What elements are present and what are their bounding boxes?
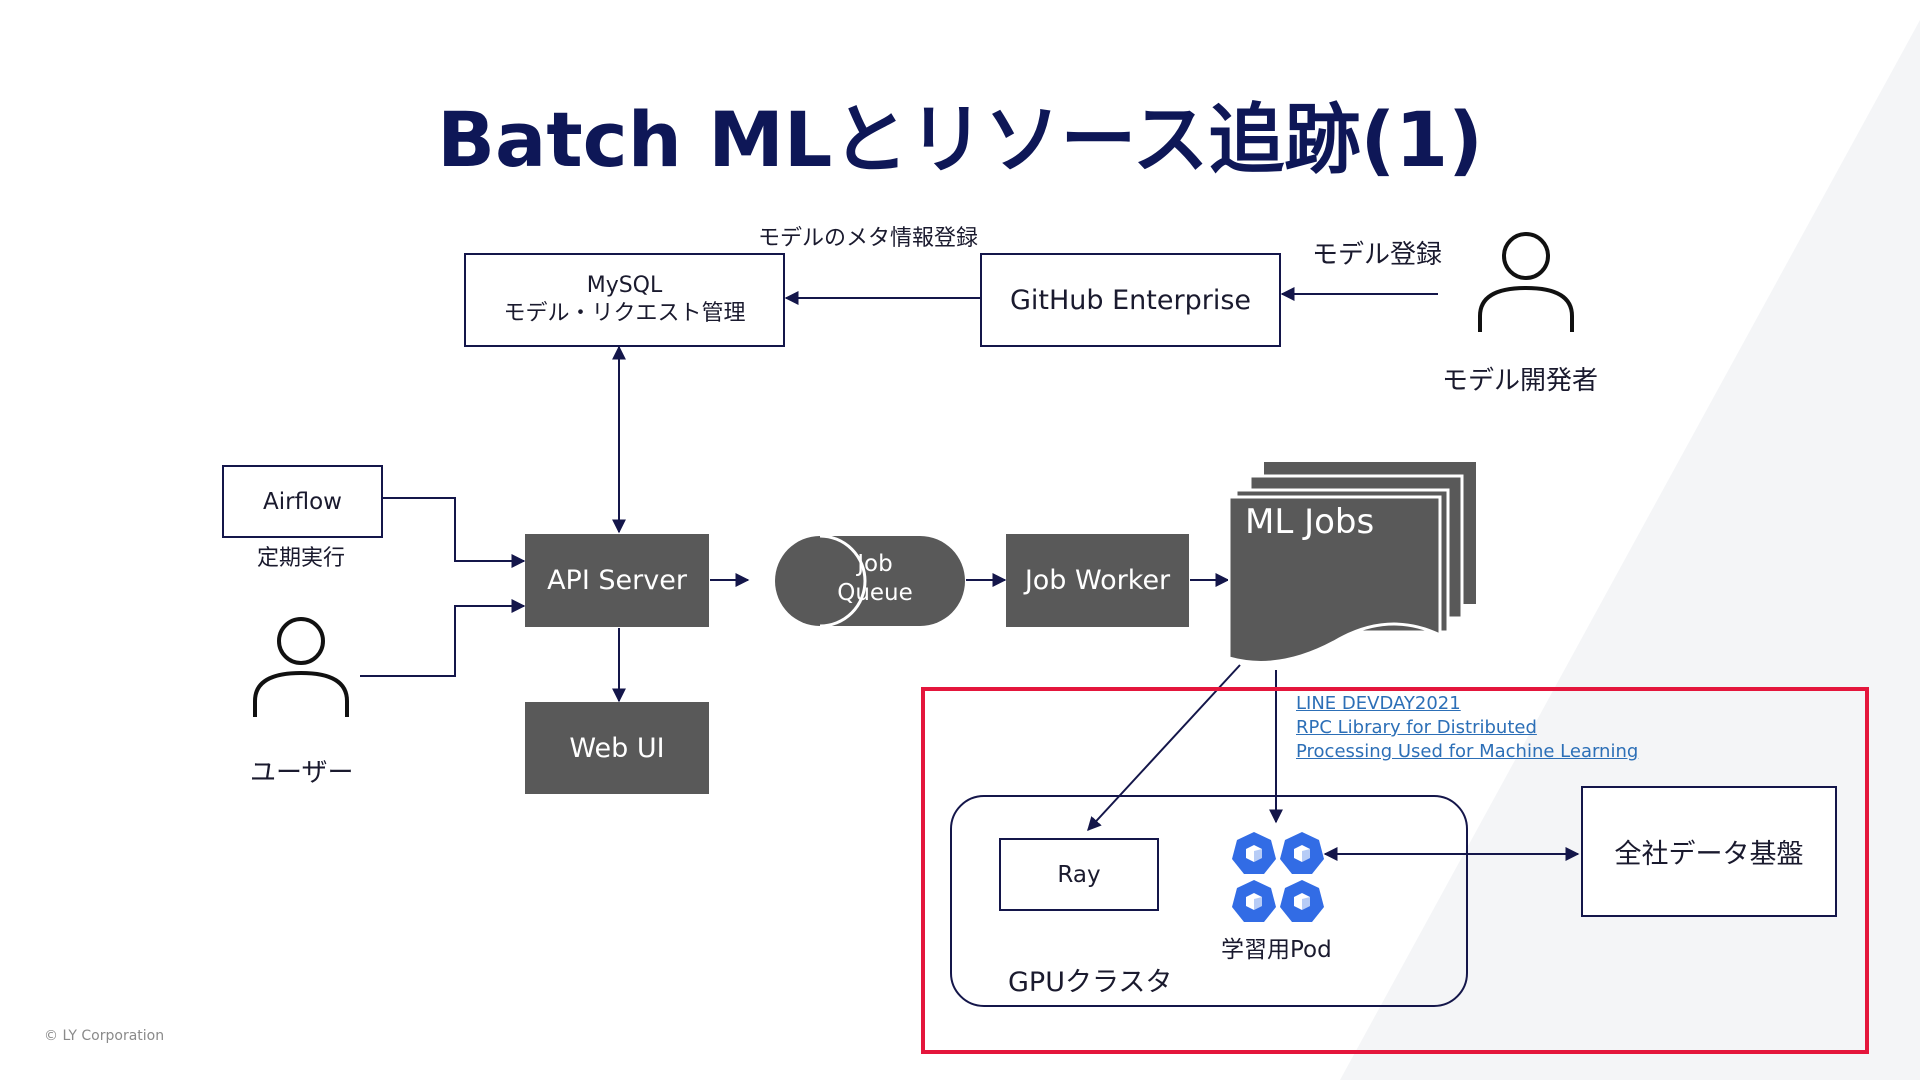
reference-link-processing[interactable]: Processing Used for Machine Learning [1296, 741, 1639, 762]
training-pod-label: 学習用Pod [1221, 937, 1332, 963]
job-queue-label: Job Queue [820, 550, 930, 608]
airflow-box: Airflow [222, 465, 383, 538]
job-queue-line2: Queue [837, 580, 913, 606]
reference-link-rpc-library[interactable]: RPC Library for Distributed [1296, 717, 1537, 738]
data-platform-box: 全社データ基盤 [1581, 786, 1837, 917]
kubernetes-pod-icon [1232, 832, 1324, 922]
job-worker-box: Job Worker [1006, 534, 1189, 627]
gpu-cluster-container [950, 795, 1468, 1007]
scheduled-run-label: 定期実行 [257, 546, 346, 571]
mysql-box: MySQL モデル・リクエスト管理 [464, 253, 785, 347]
ml-jobs-shape [1228, 462, 1476, 664]
web-ui-box: Web UI [525, 702, 709, 794]
model-developer-label: モデル開発者 [1442, 366, 1599, 396]
ray-box: Ray [999, 838, 1159, 911]
api-server-box: API Server [525, 534, 709, 627]
page-title: Batch MLとリソース追跡(1) [437, 95, 1483, 184]
mysql-title: MySQL [586, 273, 663, 298]
highlight-frame [921, 687, 1869, 1054]
person-icon [1478, 232, 1574, 332]
user-label: ユーザー [250, 758, 354, 788]
github-enterprise-box: GitHub Enterprise [980, 253, 1281, 347]
ml-jobs-label: ML Jobs [1245, 502, 1375, 542]
job-queue-shape [775, 535, 965, 627]
meta-register-label: モデルのメタ情報登録 [758, 226, 979, 251]
model-register-label: モデル登録 [1312, 240, 1443, 270]
reference-link-devday[interactable]: LINE DEVDAY2021 [1296, 693, 1461, 714]
person-icon [253, 617, 349, 717]
gpu-cluster-label: GPUクラスタ [1008, 967, 1173, 998]
job-queue-line1: Job [857, 551, 893, 577]
mysql-subtitle: モデル・リクエスト管理 [503, 301, 746, 326]
copyright-text: © LY Corporation [44, 1028, 165, 1044]
